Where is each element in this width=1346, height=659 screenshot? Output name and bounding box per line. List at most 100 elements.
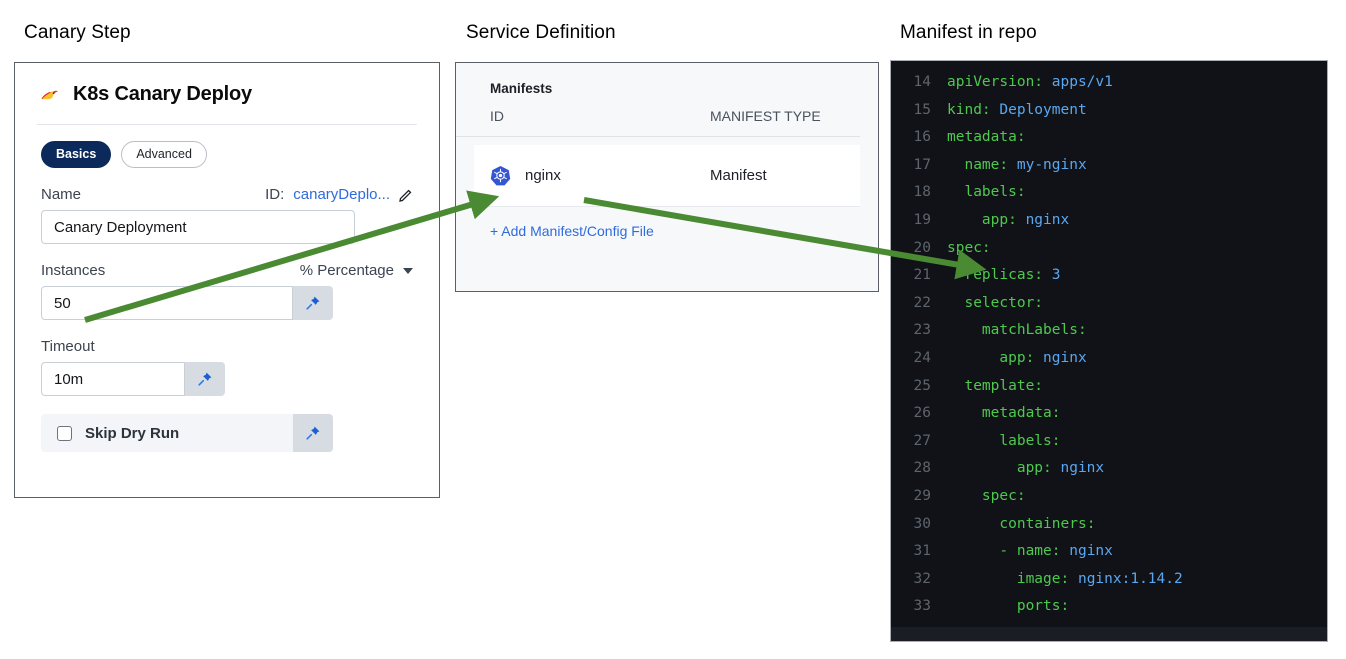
timeout-label-row: Timeout xyxy=(41,338,413,355)
code-key-token: template: xyxy=(964,377,1044,394)
line-number: 15 xyxy=(913,101,931,118)
line-number: 26 xyxy=(913,405,931,422)
id-value[interactable]: canaryDeplo... xyxy=(293,186,390,203)
code-line: 25 template: xyxy=(891,373,1327,401)
code-text: spec: xyxy=(947,483,1026,511)
pin-icon xyxy=(306,296,320,310)
manifests-section-title: Manifests xyxy=(490,81,553,96)
line-number: 18 xyxy=(913,184,931,201)
code-key-token: labels: xyxy=(964,184,1026,201)
line-number: 14 xyxy=(913,74,931,90)
code-line: 33 ports: xyxy=(891,593,1327,621)
manifest-row-type: Manifest xyxy=(710,167,767,184)
code-text: app: nginx xyxy=(947,345,1086,373)
code-text: replicas: 3 xyxy=(947,262,1060,290)
kubernetes-icon xyxy=(490,165,511,186)
line-number: 27 xyxy=(913,432,931,449)
code-line: 14 apiVersion: apps/v1 xyxy=(891,69,1327,97)
instances-pin-button[interactable] xyxy=(293,286,333,320)
instances-label-row: Instances % Percentage xyxy=(41,262,413,279)
line-number: 21 xyxy=(913,267,931,284)
name-input-wrap: Canary Deployment xyxy=(41,210,413,244)
tab-pill-row: Basics Advanced xyxy=(41,141,413,168)
code-key-token: selector: xyxy=(964,294,1044,311)
caption-canary-step: Canary Step xyxy=(24,22,131,43)
pin-icon xyxy=(306,426,320,440)
timeout-pin-button[interactable] xyxy=(185,362,225,396)
code-key-token: app: xyxy=(999,349,1035,366)
table-row[interactable]: nginx Manifest xyxy=(474,145,860,207)
code-key-token: spec: xyxy=(947,239,991,256)
service-definition-card: Manifests ID MANIFEST TYPE nginx Manifes… xyxy=(455,62,879,292)
canary-step-card: K8s Canary Deploy Basics Advanced Name I… xyxy=(14,62,440,498)
code-text: - name: nginx xyxy=(947,538,1113,566)
code-value-token: apps/v1 xyxy=(1043,74,1113,90)
skip-dry-run-pin-button[interactable] xyxy=(293,414,333,452)
skip-dry-run-checkbox[interactable] xyxy=(57,425,72,441)
harness-k8s-canary-icon xyxy=(39,84,61,106)
code-text: app: nginx xyxy=(947,455,1104,483)
code-line: 31 - name: nginx xyxy=(891,538,1327,566)
canary-step-header: K8s Canary Deploy xyxy=(15,63,439,106)
code-text: metadata: xyxy=(947,400,1061,428)
pencil-icon[interactable] xyxy=(399,188,413,202)
instances-label: Instances xyxy=(41,262,106,279)
line-number: 19 xyxy=(913,211,931,228)
code-text: metadata: xyxy=(947,124,1026,152)
timeout-input[interactable]: 10m xyxy=(41,362,185,396)
tab-basics[interactable]: Basics xyxy=(41,141,112,168)
column-header-manifest-type: MANIFEST TYPE xyxy=(710,108,821,124)
caption-manifest-in-repo: Manifest in repo xyxy=(900,22,1037,43)
column-header-id: ID xyxy=(490,108,504,124)
instances-unit-dropdown[interactable]: % Percentage xyxy=(300,262,413,279)
code-horizontal-scrollbar[interactable] xyxy=(891,627,1327,641)
code-line: 18 labels: xyxy=(891,179,1327,207)
code-key-token: spec: xyxy=(981,487,1026,504)
code-line: 23 matchLabels: xyxy=(891,317,1327,345)
code-line: 19 app: nginx xyxy=(891,207,1327,235)
line-number: 25 xyxy=(913,377,931,394)
code-line: 20 spec: xyxy=(891,235,1327,263)
name-label-row: Name ID: canaryDeplo... xyxy=(41,186,413,203)
code-line: 28 app: nginx xyxy=(891,455,1327,483)
code-key-token: metadata: xyxy=(981,405,1061,422)
name-input[interactable]: Canary Deployment xyxy=(41,210,355,244)
name-label: Name xyxy=(41,186,82,203)
code-key-token: app: xyxy=(1016,460,1052,477)
code-text: containers: xyxy=(947,511,1095,539)
skip-dry-run-label: Skip Dry Run xyxy=(85,424,180,442)
code-key-token: app: xyxy=(981,211,1017,228)
code-line: 32 image: nginx:1.14.2 xyxy=(891,566,1327,594)
id-prefix-label: ID: xyxy=(265,186,285,203)
manifests-table-header: ID MANIFEST TYPE xyxy=(456,96,860,137)
line-number: 22 xyxy=(913,294,931,311)
tab-advanced[interactable]: Advanced xyxy=(121,141,207,168)
code-value-token: Deployment xyxy=(990,101,1087,118)
code-line: 22 selector: xyxy=(891,290,1327,318)
code-line: 26 metadata: xyxy=(891,400,1327,428)
code-line: 27 labels: xyxy=(891,428,1327,456)
code-text: kind: Deployment xyxy=(947,97,1087,125)
line-number: 17 xyxy=(913,156,931,173)
code-value-token: nginx:1.14.2 xyxy=(1069,570,1183,587)
line-number: 29 xyxy=(913,487,931,504)
code-text: labels: xyxy=(947,428,1060,456)
code-text: apiVersion: apps/v1 xyxy=(947,69,1113,97)
add-manifest-link[interactable]: + Add Manifest/Config File xyxy=(490,223,654,239)
skip-dry-run-row: Skip Dry Run xyxy=(41,414,333,452)
code-text: labels: xyxy=(947,179,1026,207)
instances-input[interactable]: 50 xyxy=(41,286,293,320)
code-text: spec: xyxy=(947,235,991,263)
line-number: 20 xyxy=(913,239,931,256)
code-key-token: matchLabels: xyxy=(981,322,1087,339)
step-title: K8s Canary Deploy xyxy=(73,83,252,105)
code-text: template: xyxy=(947,373,1043,401)
code-text: name: my-nginx xyxy=(947,152,1086,180)
code-value-token: nginx xyxy=(1016,211,1070,228)
skip-dry-run-toggle[interactable]: Skip Dry Run xyxy=(41,414,293,452)
code-line: 29 spec: xyxy=(891,483,1327,511)
instances-unit-value: % Percentage xyxy=(299,262,394,279)
caption-service-definition: Service Definition xyxy=(466,22,616,43)
line-number: 28 xyxy=(913,460,931,477)
